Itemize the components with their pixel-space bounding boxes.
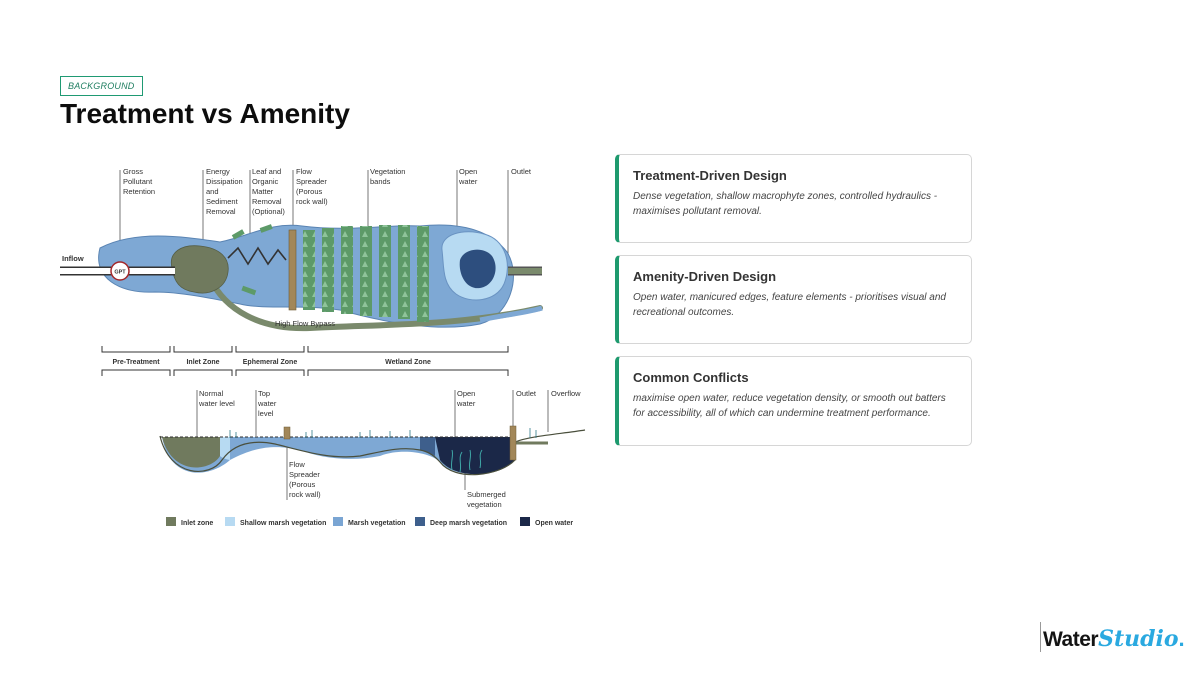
card-amenity-driven: Amenity-Driven Design Open water, manicu… [615,255,972,344]
inlet-zone-blob [170,245,229,294]
reeds [229,428,537,438]
section-open-water [435,437,515,475]
legend-shallow-marsh: Shallow marsh vegetation [240,520,326,527]
card-treatment-driven: Treatment-Driven Design Dense vegetation… [615,154,972,243]
zone-wetland: Wetland Zone [385,359,431,366]
leaf-removal-zigzag [227,246,287,266]
zone-ephemeral: Ephemeral Zone [243,359,298,366]
legend-marsh: Marsh vegetation [348,520,406,527]
section-inlet-zone [162,437,220,468]
card-title: Treatment-Driven Design [633,168,787,183]
logo-dot: . [1178,626,1185,651]
vegetation-bands [303,225,429,322]
inflow-label: Inflow [62,254,84,263]
zone-brackets [101,346,509,376]
card-body: Open water, manicured edges, feature ele… [633,292,946,318]
zone-inlet: Inlet Zone [186,359,219,366]
card-title: Amenity-Driven Design [633,269,777,284]
legend: Inlet zone Shallow marsh vegetation Mars… [166,517,573,527]
section-tag: BACKGROUND [60,76,143,96]
section-ground [159,429,586,476]
submerged-vegetation-icon [450,449,483,473]
zone-pre-treatment: Pre-Treatment [112,359,160,366]
legend-inlet-zone: Inlet zone [181,520,213,527]
gpt-marker [110,261,130,281]
legend-deep-marsh: Deep marsh vegetation [430,520,507,527]
bypass-label: High Flow Bypass [275,319,335,328]
card-common-conflicts: Common Conflicts maximise open water, re… [615,356,972,446]
logo-word-studio: Studio [1098,626,1179,652]
label-leaders [119,170,509,268]
legend-open-water: Open water [535,520,573,527]
zone-labels: Pre-Treatment Inlet Zone Ephemeral Zone … [112,359,431,366]
legend-swatch-shallow [225,517,235,526]
legend-swatch-open-water [520,517,530,526]
logo-word-water: Water [1043,628,1099,651]
page-title: Treatment vs Amenity [60,98,350,129]
label-overflow: Overflow [551,389,581,398]
card-body: Dense vegetation, shallow macrophyte zon… [633,191,938,217]
card-body: maximise open water, reduce vegetation d… [633,393,946,419]
bypass-channel [207,275,543,332]
legend-swatch-deep [415,517,425,526]
label-outlet-top: Outlet [511,167,532,176]
flow-spreader-wall [288,229,297,311]
legend-swatch-inlet [166,517,176,526]
legend-swatch-marsh [333,517,343,526]
card-title: Common Conflicts [633,370,749,385]
gpt-label: GPT [114,270,126,276]
label-section-outlet: Outlet [516,389,537,398]
